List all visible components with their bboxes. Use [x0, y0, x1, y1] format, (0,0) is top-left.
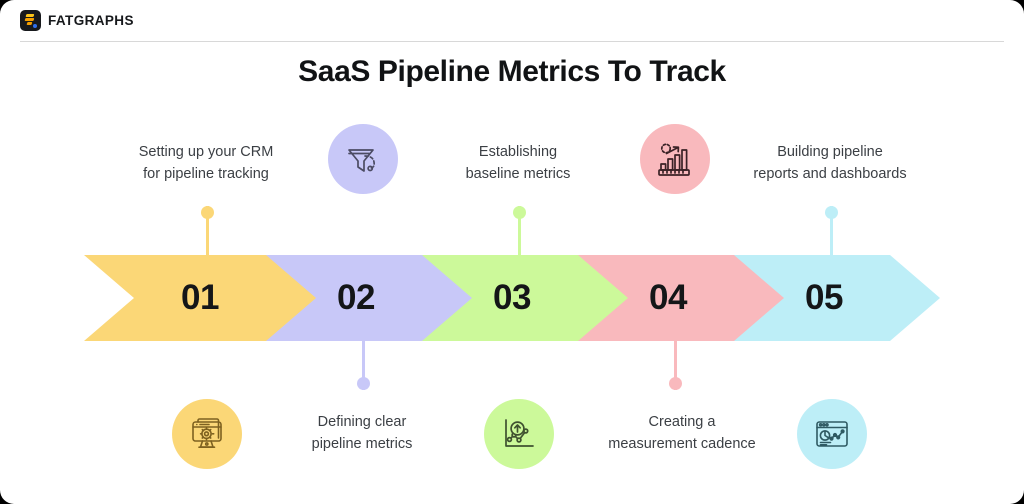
funnel-icon — [348, 149, 376, 172]
caption-line: for pipeline tracking — [143, 165, 269, 182]
line-chart-up-icon — [505, 419, 534, 447]
icon-circle-step-05[interactable] — [797, 399, 867, 469]
dashboard-window-icon — [816, 421, 848, 447]
header-divider — [20, 41, 1004, 42]
step-number: 01 — [181, 278, 219, 317]
step-number: 02 — [337, 278, 375, 317]
page-title: SaaS Pipeline Metrics To Track — [298, 55, 726, 88]
icon-circle-step-03[interactable] — [484, 399, 554, 469]
connector-dot — [357, 377, 370, 390]
caption-line: Establishing — [478, 144, 558, 160]
connector-dot — [201, 206, 214, 219]
caption-line: Defining clear — [317, 414, 407, 430]
connector-stem — [830, 206, 833, 258]
caption-step-03: Establishing baseline metrics — [424, 142, 612, 186]
caption-line: baseline metrics — [465, 165, 571, 182]
caption-step-05: Building pipeline reports and dashboards — [730, 142, 930, 186]
monitor-gear-icon — [192, 418, 222, 449]
caption-line: reports and dashboards — [753, 165, 907, 182]
connector-step-04 — [669, 338, 682, 390]
fatgraphs-logo-icon — [20, 10, 41, 31]
caption-step-01: Setting up your CRM for pipeline trackin… — [106, 142, 306, 186]
connector-stem — [674, 338, 677, 390]
caption-line: pipeline metrics — [311, 435, 413, 452]
caption-line: Setting up your CRM — [138, 144, 274, 160]
connector-stem — [518, 206, 521, 258]
connector-step-02 — [357, 338, 370, 390]
brand-logo: FATGRAPHS — [20, 10, 134, 31]
brand-name: FATGRAPHS — [48, 13, 134, 28]
connector-dot — [669, 377, 682, 390]
caption-line: measurement cadence — [608, 435, 756, 452]
bar-chart-growth-icon — [658, 143, 690, 176]
connector-stem — [362, 338, 365, 390]
connector-dot — [513, 206, 526, 219]
connector-stem — [206, 206, 209, 258]
icon-circle-step-01[interactable] — [172, 399, 242, 469]
connector-step-03 — [513, 206, 526, 258]
header-bar: FATGRAPHS — [0, 0, 1024, 42]
caption-line: Creating a — [648, 414, 716, 430]
caption-line: Building pipeline — [777, 144, 883, 160]
connector-step-01 — [201, 206, 214, 258]
connector-step-05 — [825, 206, 838, 258]
caption-step-02: Defining clear pipeline metrics — [268, 412, 456, 456]
icon-circle-step-04[interactable] — [640, 124, 710, 194]
step-number: 03 — [493, 278, 531, 317]
icon-circle-step-02[interactable] — [328, 124, 398, 194]
step-number: 05 — [805, 278, 843, 317]
process-arrow-band: 05 04 03 02 01 — [84, 255, 940, 341]
caption-step-04: Creating a measurement cadence — [586, 412, 778, 456]
step-number: 04 — [649, 278, 687, 317]
connector-dot — [825, 206, 838, 219]
